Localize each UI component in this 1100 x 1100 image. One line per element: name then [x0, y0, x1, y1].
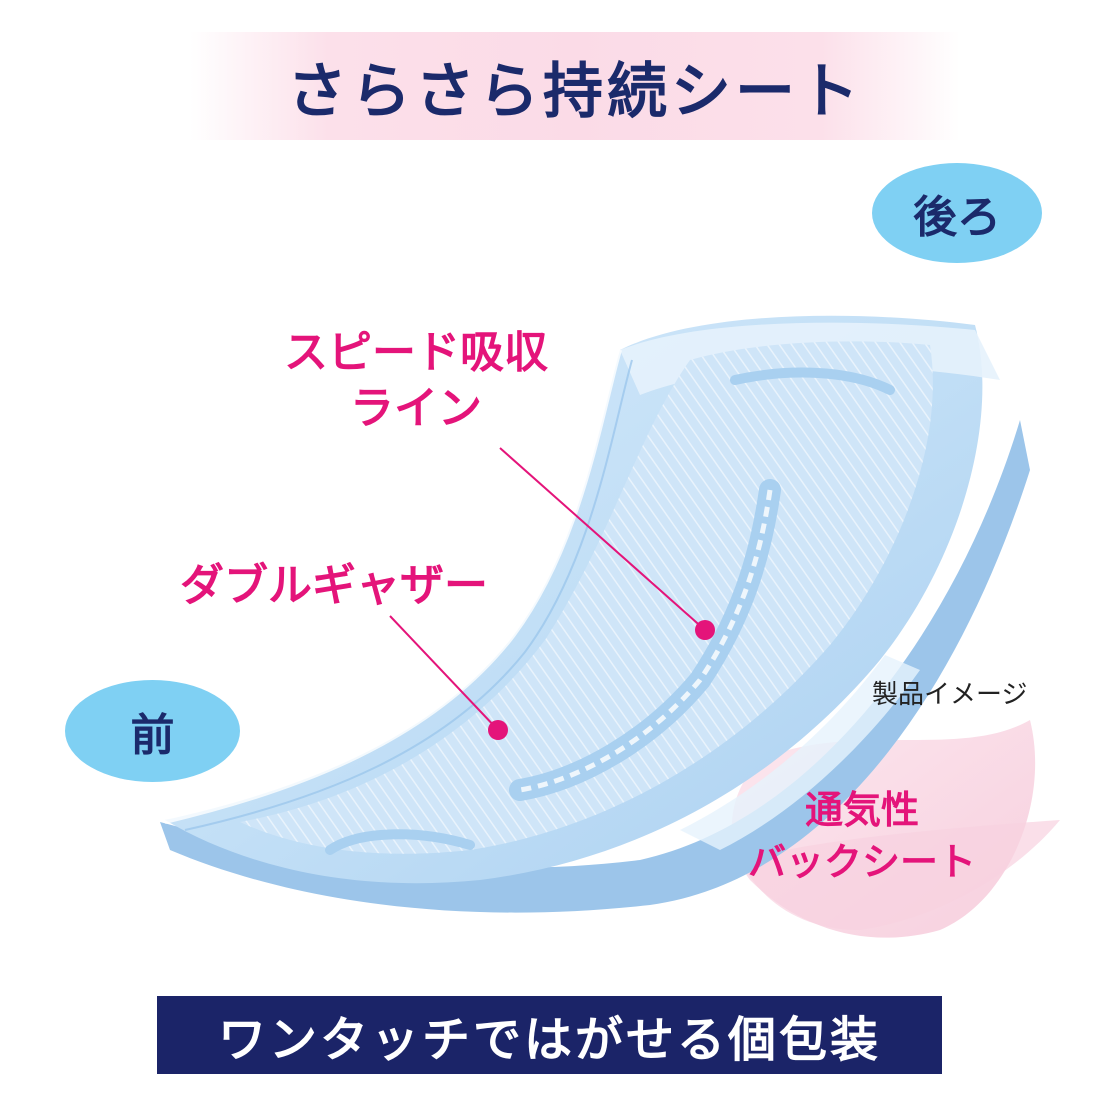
speed-absorb-line2: ライン	[350, 383, 482, 434]
page-title: さらさら持続シート	[287, 56, 863, 127]
speed-leader	[499, 447, 706, 631]
bottom-banner-text: ワンタッチではがせる個包装	[217, 1012, 881, 1068]
double-leader	[389, 615, 499, 731]
title-banner: さらさら持続シート	[190, 32, 960, 140]
speed-absorb-label: スピード吸収 ライン	[284, 325, 548, 437]
image-note: 製品イメージ	[872, 680, 1028, 710]
backsheet-label: 通気性 バックシート	[748, 784, 976, 888]
backsheet-line2: バックシート	[748, 840, 977, 884]
double-gather-label: ダブルギャザー	[180, 560, 488, 611]
double-dot	[488, 720, 508, 740]
speed-absorb-line1: スピード吸収	[284, 327, 548, 378]
backsheet-line1: 通気性	[805, 788, 920, 832]
speed-dot	[695, 620, 715, 640]
front-badge: 前	[65, 680, 240, 782]
back-badge: 後ろ	[872, 163, 1042, 263]
bottom-banner: ワンタッチではがせる個包装	[157, 996, 942, 1074]
